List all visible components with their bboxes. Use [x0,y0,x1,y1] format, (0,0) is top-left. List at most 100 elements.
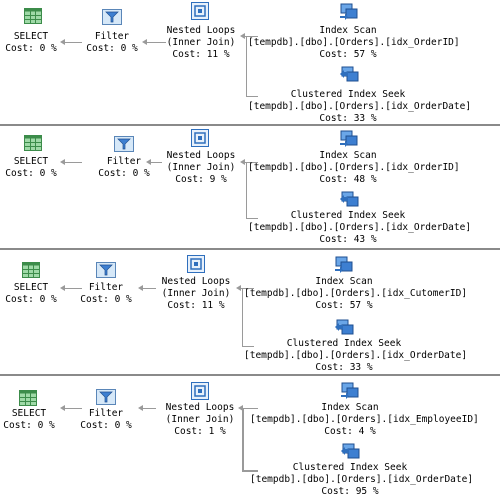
index-scan-icon[interactable] [339,129,359,147]
select-cost: Cost: 0 % [3,420,55,431]
connector [62,162,82,163]
clustered-index-seek-cost: Cost: 33 % [319,113,377,124]
clustered-index-seek-icon[interactable] [340,442,360,460]
nested-loops-cost: Cost: 9 % [175,174,227,185]
clustered-index-seek-node[interactable]: Clustered Index Seek [tempdb].[dbo].[Ord… [244,338,467,374]
select-table-icon[interactable] [24,135,42,151]
arrow-head [60,285,65,291]
connector [144,42,166,43]
arrow-head [60,159,65,165]
arrow-head [146,159,151,165]
nested-loops-node[interactable]: Nested Loops (Inner Join) Cost: 9 % [162,150,240,186]
index-scan-label: Index Scan [315,276,373,287]
arrow-head [138,285,143,291]
filter-label: Filter [106,156,142,167]
clustered-index-seek-cost: Cost: 95 % [321,486,379,497]
connector [246,162,247,218]
select-table-icon[interactable] [22,262,40,278]
filter-node[interactable]: Filter Cost: 0 % [80,31,144,55]
select-table-icon[interactable] [19,390,37,406]
filter-node[interactable]: Filter Cost: 0 % [74,282,138,306]
nested-loops-icon[interactable] [187,255,205,273]
join-type: (Inner Join) [161,288,231,299]
connector [238,288,254,289]
nested-loops-node[interactable]: Nested Loops (Inner Join) Cost: 1 % [160,402,240,438]
connector [140,408,156,409]
index-scan-cost: Cost: 57 % [315,300,373,311]
index-scan-object: [tempdb].[dbo].[Orders].[idx_OrderID] [248,162,460,173]
filter-label: Filter [88,282,124,293]
nested-loops-icon[interactable] [191,2,209,20]
execution-plan-2: SELECT Cost: 0 % Filter Cost: 0 % Nested… [0,126,500,248]
clustered-index-seek-icon[interactable] [339,190,359,208]
nested-loops-icon[interactable] [191,129,209,147]
nested-loops-node[interactable]: Nested Loops (Inner Join) Cost: 11 % [156,276,236,312]
index-scan-cost: Cost: 48 % [319,174,377,185]
filter-funnel-icon[interactable] [114,136,134,152]
index-scan-icon[interactable] [339,2,359,20]
execution-plan-1: SELECT Cost: 0 % Filter Cost: 0 % Nested… [0,0,500,124]
arrow-head [142,39,147,45]
select-node[interactable]: SELECT Cost: 0 % [0,408,58,432]
clustered-index-seek-object: [tempdb].[dbo].[Orders].[idx_OrderDate] [250,474,474,485]
select-node[interactable]: SELECT Cost: 0 % [0,31,62,55]
clustered-index-seek-node[interactable]: Clustered Index Seek [tempdb].[dbo].[Ord… [250,462,474,498]
connector [246,36,247,96]
index-scan-icon[interactable] [340,381,360,399]
connector [242,470,258,472]
filter-funnel-icon[interactable] [96,389,116,405]
index-scan-cost: Cost: 57 % [319,49,377,60]
select-node[interactable]: SELECT Cost: 0 % [0,282,62,306]
index-scan-cost: Cost: 4 % [324,426,376,437]
join-type: (Inner Join) [166,162,236,173]
filter-node[interactable]: Filter Cost: 0 % [74,408,138,432]
clustered-index-seek-node[interactable]: Clustered Index Seek [tempdb].[dbo].[Ord… [248,210,472,246]
select-label: SELECT [13,31,49,42]
clustered-index-seek-node[interactable]: Clustered Index Seek [tempdb].[dbo].[Ord… [248,89,472,125]
connector [242,408,244,470]
nested-loops-cost: Cost: 11 % [172,49,230,60]
nested-loops-icon[interactable] [191,382,209,400]
index-scan-icon[interactable] [334,255,354,273]
select-node[interactable]: SELECT Cost: 0 % [0,156,62,180]
clustered-index-seek-cost: Cost: 33 % [315,362,373,373]
clustered-index-seek-object: [tempdb].[dbo].[Orders].[idx_OrderDate] [248,101,472,112]
filter-funnel-icon[interactable] [96,262,116,278]
filter-node[interactable]: Filter Cost: 0 % [82,156,166,180]
index-scan-label: Index Scan [319,150,377,161]
arrow-head [240,159,245,165]
filter-funnel-icon[interactable] [102,9,122,25]
connector [140,288,156,289]
clustered-index-seek-label: Clustered Index Seek [286,338,402,349]
index-scan-node[interactable]: Index Scan [tempdb].[dbo].[Orders].[idx_… [244,276,468,312]
select-label: SELECT [13,156,49,167]
index-scan-object: [tempdb].[dbo].[Orders].[idx_CutomerID] [244,288,468,299]
clustered-index-seek-label: Clustered Index Seek [290,89,406,100]
clustered-index-seek-icon[interactable] [339,65,359,83]
clustered-index-seek-cost: Cost: 43 % [319,234,377,245]
select-table-icon[interactable] [24,8,42,24]
nested-loops-cost: Cost: 11 % [167,300,225,311]
arrow-head [240,33,245,39]
nested-loops-label: Nested Loops [166,25,236,36]
select-cost: Cost: 0 % [5,168,57,179]
plan-separator [0,124,500,126]
index-scan-node[interactable]: Index Scan [tempdb].[dbo].[Orders].[idx_… [248,25,460,61]
index-scan-node[interactable]: Index Scan [tempdb].[dbo].[Orders].[idx_… [248,150,460,186]
index-scan-label: Index Scan [321,402,379,413]
nested-loops-node[interactable]: Nested Loops (Inner Join) Cost: 11 % [162,25,240,61]
index-scan-label: Index Scan [319,25,377,36]
filter-cost: Cost: 0 % [80,420,132,431]
connector [62,42,82,43]
connector [242,346,254,347]
filter-label: Filter [94,31,130,42]
plan-separator [0,374,500,376]
clustered-index-seek-icon[interactable] [334,318,354,336]
index-scan-node[interactable]: Index Scan [tempdb].[dbo].[Orders].[idx_… [250,402,479,438]
arrow-head [60,39,65,45]
nested-loops-label: Nested Loops [161,276,231,287]
connector [242,36,258,37]
arrow-head [60,405,65,411]
connector [242,162,258,163]
clustered-index-seek-object: [tempdb].[dbo].[Orders].[idx_OrderDate] [248,222,472,233]
